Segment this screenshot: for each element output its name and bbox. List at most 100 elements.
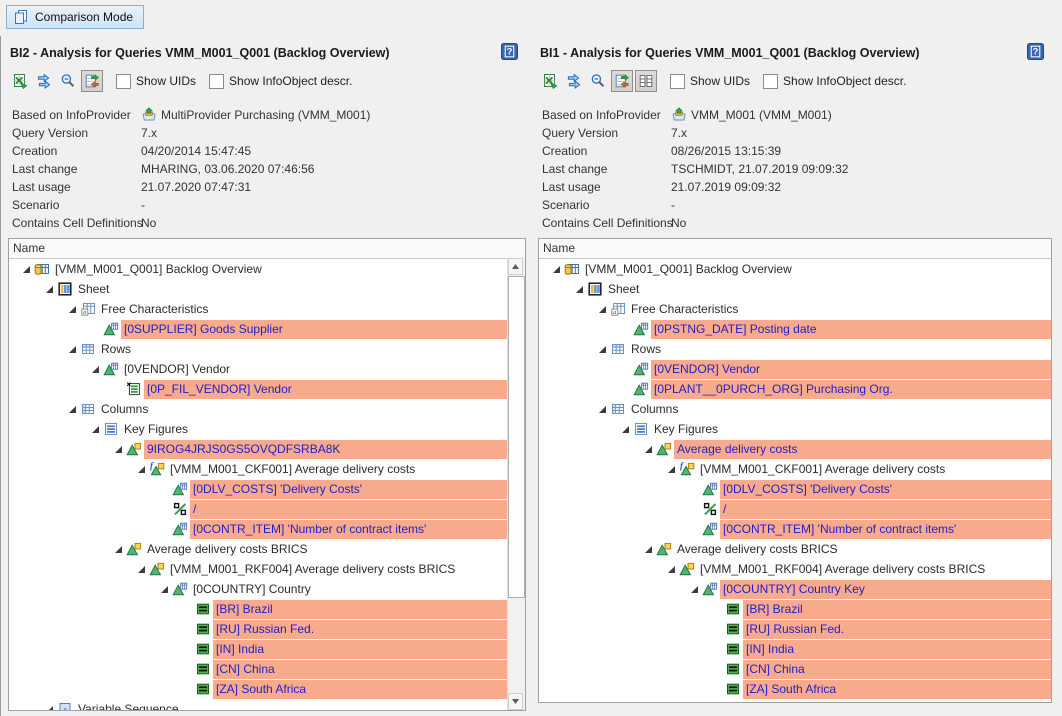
- tree-node[interactable]: [0PSTNG_DATE] Posting date: [539, 319, 1051, 339]
- checkbox-show-uids[interactable]: [670, 73, 685, 89]
- tree-node[interactable]: [RU] Russian Fed.: [9, 619, 508, 639]
- tree-node[interactable]: 9IROG4JRJS0GS5OVQDFSRBA8K: [9, 439, 508, 459]
- tree-node[interactable]: [CN] China: [9, 659, 508, 679]
- expand-arrow-icon[interactable]: [595, 345, 610, 354]
- tree-node[interactable]: Sheet: [9, 279, 508, 299]
- scroll-up-button[interactable]: [508, 258, 523, 275]
- compare-button[interactable]: [81, 70, 103, 92]
- tree-node[interactable]: /: [539, 499, 1051, 519]
- expand-arrow-icon[interactable]: [572, 285, 587, 294]
- expand-arrow-icon[interactable]: [88, 425, 103, 434]
- expand-arrow-icon[interactable]: [641, 445, 656, 454]
- tree-node[interactable]: [VMM_M001_Q001] Backlog Overview: [9, 259, 508, 279]
- expand-arrow-icon[interactable]: [641, 545, 656, 554]
- expand-arrow-icon[interactable]: [88, 365, 103, 374]
- expand-arrow-icon[interactable]: [42, 705, 57, 710]
- tree-node[interactable]: [RU] Russian Fed.: [539, 619, 1051, 639]
- tree-node[interactable]: Sheet: [539, 279, 1051, 299]
- tree-node[interactable]: [IN] India: [539, 639, 1051, 659]
- expand-arrow-icon[interactable]: [134, 565, 149, 574]
- scrollbar-thumb[interactable]: [508, 276, 525, 598]
- expand-arrow-icon[interactable]: [664, 565, 679, 574]
- tree-node[interactable]: [ZA] South Africa: [9, 679, 508, 699]
- excel-export-button[interactable]: [539, 70, 561, 92]
- expand-arrow-icon[interactable]: [19, 265, 34, 274]
- expand-arrow-icon[interactable]: [65, 405, 80, 414]
- tree-node[interactable]: [BR] Brazil: [539, 599, 1051, 619]
- expand-arrow-icon[interactable]: [134, 465, 149, 474]
- vertical-scrollbar[interactable]: [507, 258, 525, 710]
- layout-button[interactable]: [635, 70, 657, 92]
- tree-node[interactable]: [0VENDOR] Vendor: [9, 359, 508, 379]
- help-button[interactable]: ?: [1027, 43, 1044, 60]
- expand-arrow-icon[interactable]: [687, 585, 702, 594]
- tree-node[interactable]: [0SUPPLIER] Goods Supplier: [9, 319, 508, 339]
- expand-arrow-icon[interactable]: [664, 465, 679, 474]
- tree-node[interactable]: f[VMM_M001_CKF001] Average delivery cost…: [539, 459, 1051, 479]
- tree-node[interactable]: [0P_FIL_VENDOR] Vendor: [9, 379, 508, 399]
- expand-arrow-icon[interactable]: [111, 445, 126, 454]
- tree-node[interactable]: [0COUNTRY] Country: [9, 579, 508, 599]
- tree-node[interactable]: Key Figures: [539, 419, 1051, 439]
- tree-node[interactable]: [VMM_M001_RKF004] Average delivery costs…: [539, 559, 1051, 579]
- expand-arrow-icon[interactable]: [65, 345, 80, 354]
- scroll-down-button[interactable]: [508, 693, 523, 710]
- comparison-mode-button[interactable]: Comparison Mode: [6, 5, 145, 29]
- expand-arrow-icon[interactable]: [111, 545, 126, 554]
- zoom-out-button[interactable]: [587, 70, 609, 92]
- excel-export-button[interactable]: [9, 70, 31, 92]
- zoom-out-button[interactable]: [57, 70, 79, 92]
- checkbox-show-infoobject-descr[interactable]: [763, 73, 779, 89]
- expand-arrow-icon[interactable]: [618, 425, 633, 434]
- metadata-value: 7.x: [141, 126, 158, 140]
- tree-node[interactable]: [0VENDOR] Vendor: [539, 359, 1051, 379]
- help-button[interactable]: ?: [501, 43, 518, 60]
- tree-node[interactable]: [0PLANT__0PURCH_ORG] Purchasing Org.: [539, 379, 1051, 399]
- checkbox-show-infoobject-descr[interactable]: [209, 73, 225, 89]
- tree-node[interactable]: [0CONTR_ITEM] 'Number of contract items': [539, 519, 1051, 539]
- tree-node[interactable]: [IN] India: [9, 639, 508, 659]
- metadata-label: Creation: [542, 144, 588, 158]
- tree-node[interactable]: /: [9, 499, 508, 519]
- tree-node[interactable]: Key Figures: [9, 419, 508, 439]
- tree-node-label: Average delivery costs BRICS: [147, 541, 308, 556]
- tree-node[interactable]: [VMM_M001_RKF004] Average delivery costs…: [9, 559, 508, 579]
- expand-arrow-icon[interactable]: [549, 265, 564, 274]
- tree-node[interactable]: Rows: [539, 339, 1051, 359]
- tree-node-label: [0DLV_COSTS] 'Delivery Costs': [190, 479, 508, 499]
- tree-node[interactable]: Average delivery costs BRICS: [9, 539, 508, 559]
- tree-column-header: Name: [9, 239, 525, 259]
- tree-node[interactable]: [CN] China: [539, 659, 1051, 679]
- transfer-button[interactable]: [33, 70, 55, 92]
- tree-node[interactable]: Columns: [539, 399, 1051, 419]
- tree-node-label: /: [720, 499, 1051, 519]
- tree-node[interactable]: Rows: [9, 339, 508, 359]
- svg-text:f: f: [150, 461, 154, 471]
- expand-arrow-icon[interactable]: [65, 305, 80, 314]
- tree-node[interactable]: [VMM_M001_Q001] Backlog Overview: [539, 259, 1051, 279]
- excel-export-icon: [12, 73, 28, 89]
- expand-arrow-icon[interactable]: [595, 405, 610, 414]
- tree-node[interactable]: [0DLV_COSTS] 'Delivery Costs': [9, 479, 508, 499]
- tree-node-label: [BR] Brazil: [743, 599, 1051, 619]
- expand-arrow-icon[interactable]: [595, 305, 610, 314]
- checkbox-show-uids[interactable]: [116, 73, 131, 89]
- tree-node[interactable]: Columns: [9, 399, 508, 419]
- tree-node[interactable]: Average delivery costs BRICS: [539, 539, 1051, 559]
- tree-node[interactable]: [0CONTR_ITEM] 'Number of contract items': [9, 519, 508, 539]
- tree-node[interactable]: f[VMM_M001_CKF001] Average delivery cost…: [9, 459, 508, 479]
- tree-node[interactable]: [ZA] South Africa: [539, 679, 1051, 699]
- transfer-button[interactable]: [563, 70, 585, 92]
- expand-arrow-icon[interactable]: [42, 285, 57, 294]
- compare-button[interactable]: [611, 70, 633, 92]
- expand-arrow-icon[interactable]: [157, 585, 172, 594]
- tree-node[interactable]: [BR] Brazil: [9, 599, 508, 619]
- tree-node[interactable]: [0COUNTRY] Country Key: [539, 579, 1051, 599]
- checkbox-label: Show UIDs: [690, 74, 751, 88]
- tree-node[interactable]: [0DLV_COSTS] 'Delivery Costs': [539, 479, 1051, 499]
- tree-node-label: Key Figures: [654, 421, 719, 436]
- tree-node[interactable]: Average delivery costs: [539, 439, 1051, 459]
